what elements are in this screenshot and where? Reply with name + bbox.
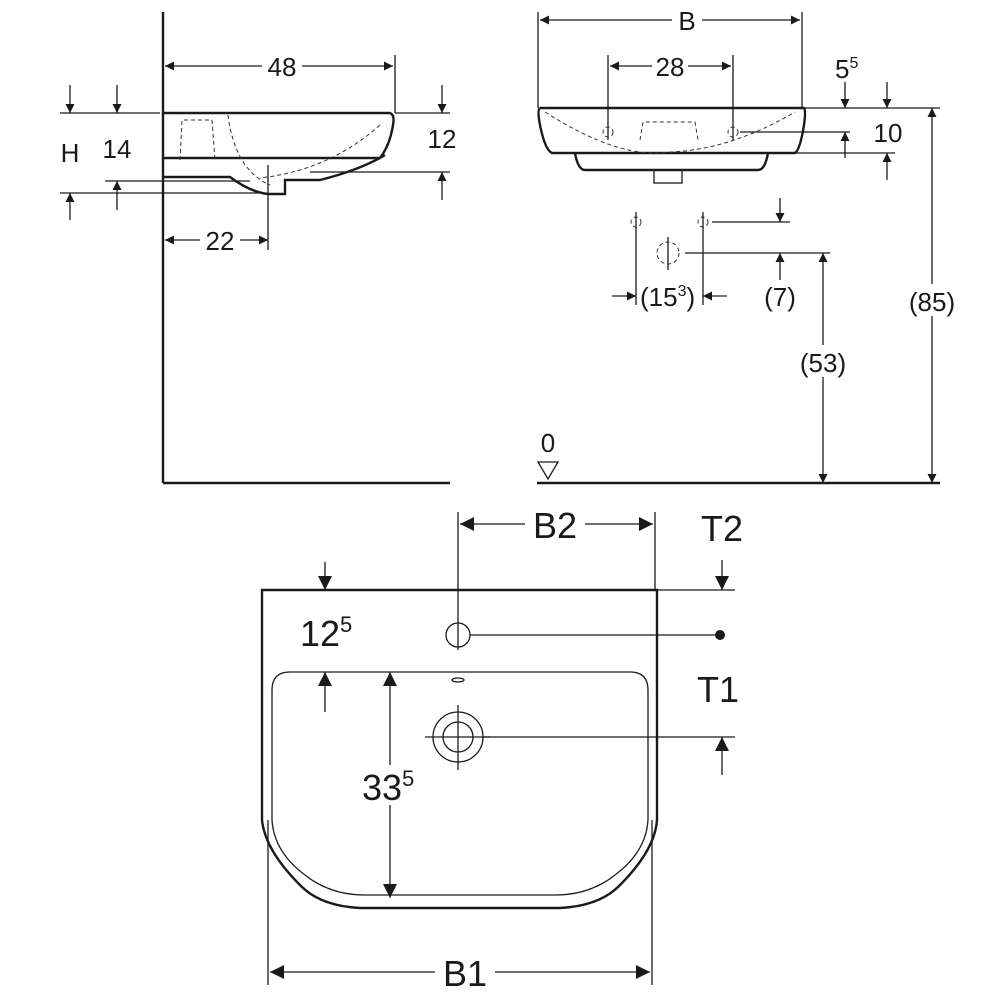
basin-profile — [163, 111, 395, 160]
dim-t1: T1 — [697, 669, 739, 710]
bowl-profile — [163, 153, 386, 196]
dim-supply-offset: (7) — [764, 282, 796, 312]
dim-width-b: B — [678, 6, 695, 36]
bowl-outline — [271, 671, 649, 896]
basin-front — [537, 106, 807, 155]
dim-b2: B2 — [533, 505, 577, 546]
top-view: B2 T2 T1 125 335 B1 — [260, 505, 743, 994]
dim-bowl-depth: 335 — [362, 766, 414, 808]
dim-height-14: 14 — [103, 134, 132, 164]
dim-rim-height: (85) — [909, 287, 955, 317]
dim-drain-22: 22 — [206, 226, 235, 256]
dim-width-48: 48 — [268, 52, 297, 82]
dim-b1: B1 — [443, 953, 487, 994]
dim-supply-spacing: (153) — [640, 282, 695, 312]
floor-level-icon — [536, 461, 560, 481]
dim-tap-height-10: 10 — [874, 118, 903, 148]
dim-h-label: H — [61, 138, 80, 168]
dim-tap-spacing-28: 28 — [656, 52, 685, 82]
front-view: B 28 55 10 (7) (153) (53) (85) 0 — [536, 6, 957, 485]
dim-drain-height: (53) — [800, 348, 846, 378]
basin-underside — [573, 152, 770, 172]
dim-t2: T2 — [701, 508, 743, 549]
dim-depth-12: 12 — [428, 124, 457, 154]
basin-outline — [260, 588, 659, 910]
floor-level-label: 0 — [541, 428, 555, 458]
dim-rim-depth: 125 — [300, 612, 352, 654]
side-view: 48 H 14 12 22 — [60, 12, 457, 485]
dim-rim-offset: 55 — [835, 54, 858, 84]
